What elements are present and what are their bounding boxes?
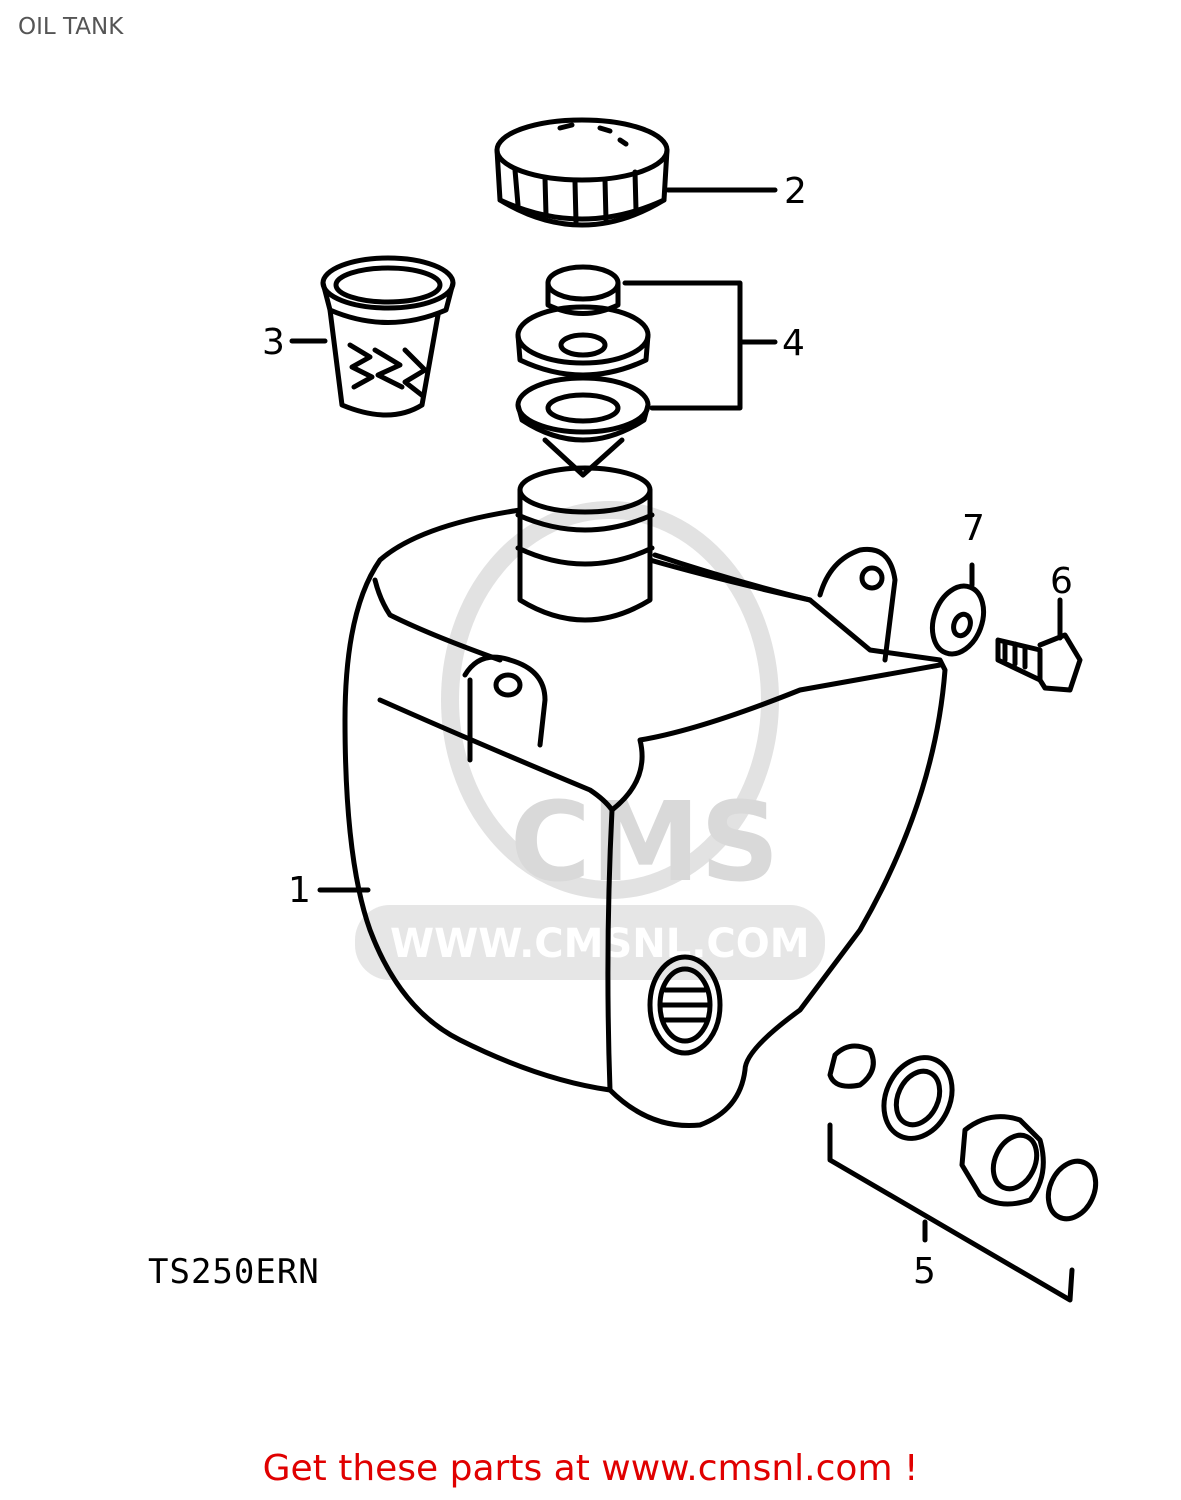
cap-assembly-part [515,264,778,478]
callout-2: 2 [784,171,807,212]
callout-7: 7 [962,508,985,549]
callout-4: 4 [782,323,805,364]
filter-part [320,255,456,418]
model-code: TS250ERN [148,1252,320,1292]
oil-tank-part [317,465,948,1129]
watermark-url: WWW.CMSNL.COM [390,921,810,967]
callout-1: 1 [288,870,311,911]
bolt-part [995,597,1083,693]
washer-part [929,562,987,657]
footer-parts-link[interactable]: Get these parts at www.cmsnl.com ! [262,1448,919,1489]
cap-part [494,117,670,228]
callout-6: 6 [1050,561,1073,602]
fitting-set-part [827,1043,1099,1303]
callout-5: 5 [913,1251,936,1292]
callout-3: 3 [262,322,285,363]
watermark: CMS WWW.CMSNL.COM [355,501,825,980]
page-title: OIL TANK [18,14,124,40]
watermark-logo: CMS [510,778,779,906]
